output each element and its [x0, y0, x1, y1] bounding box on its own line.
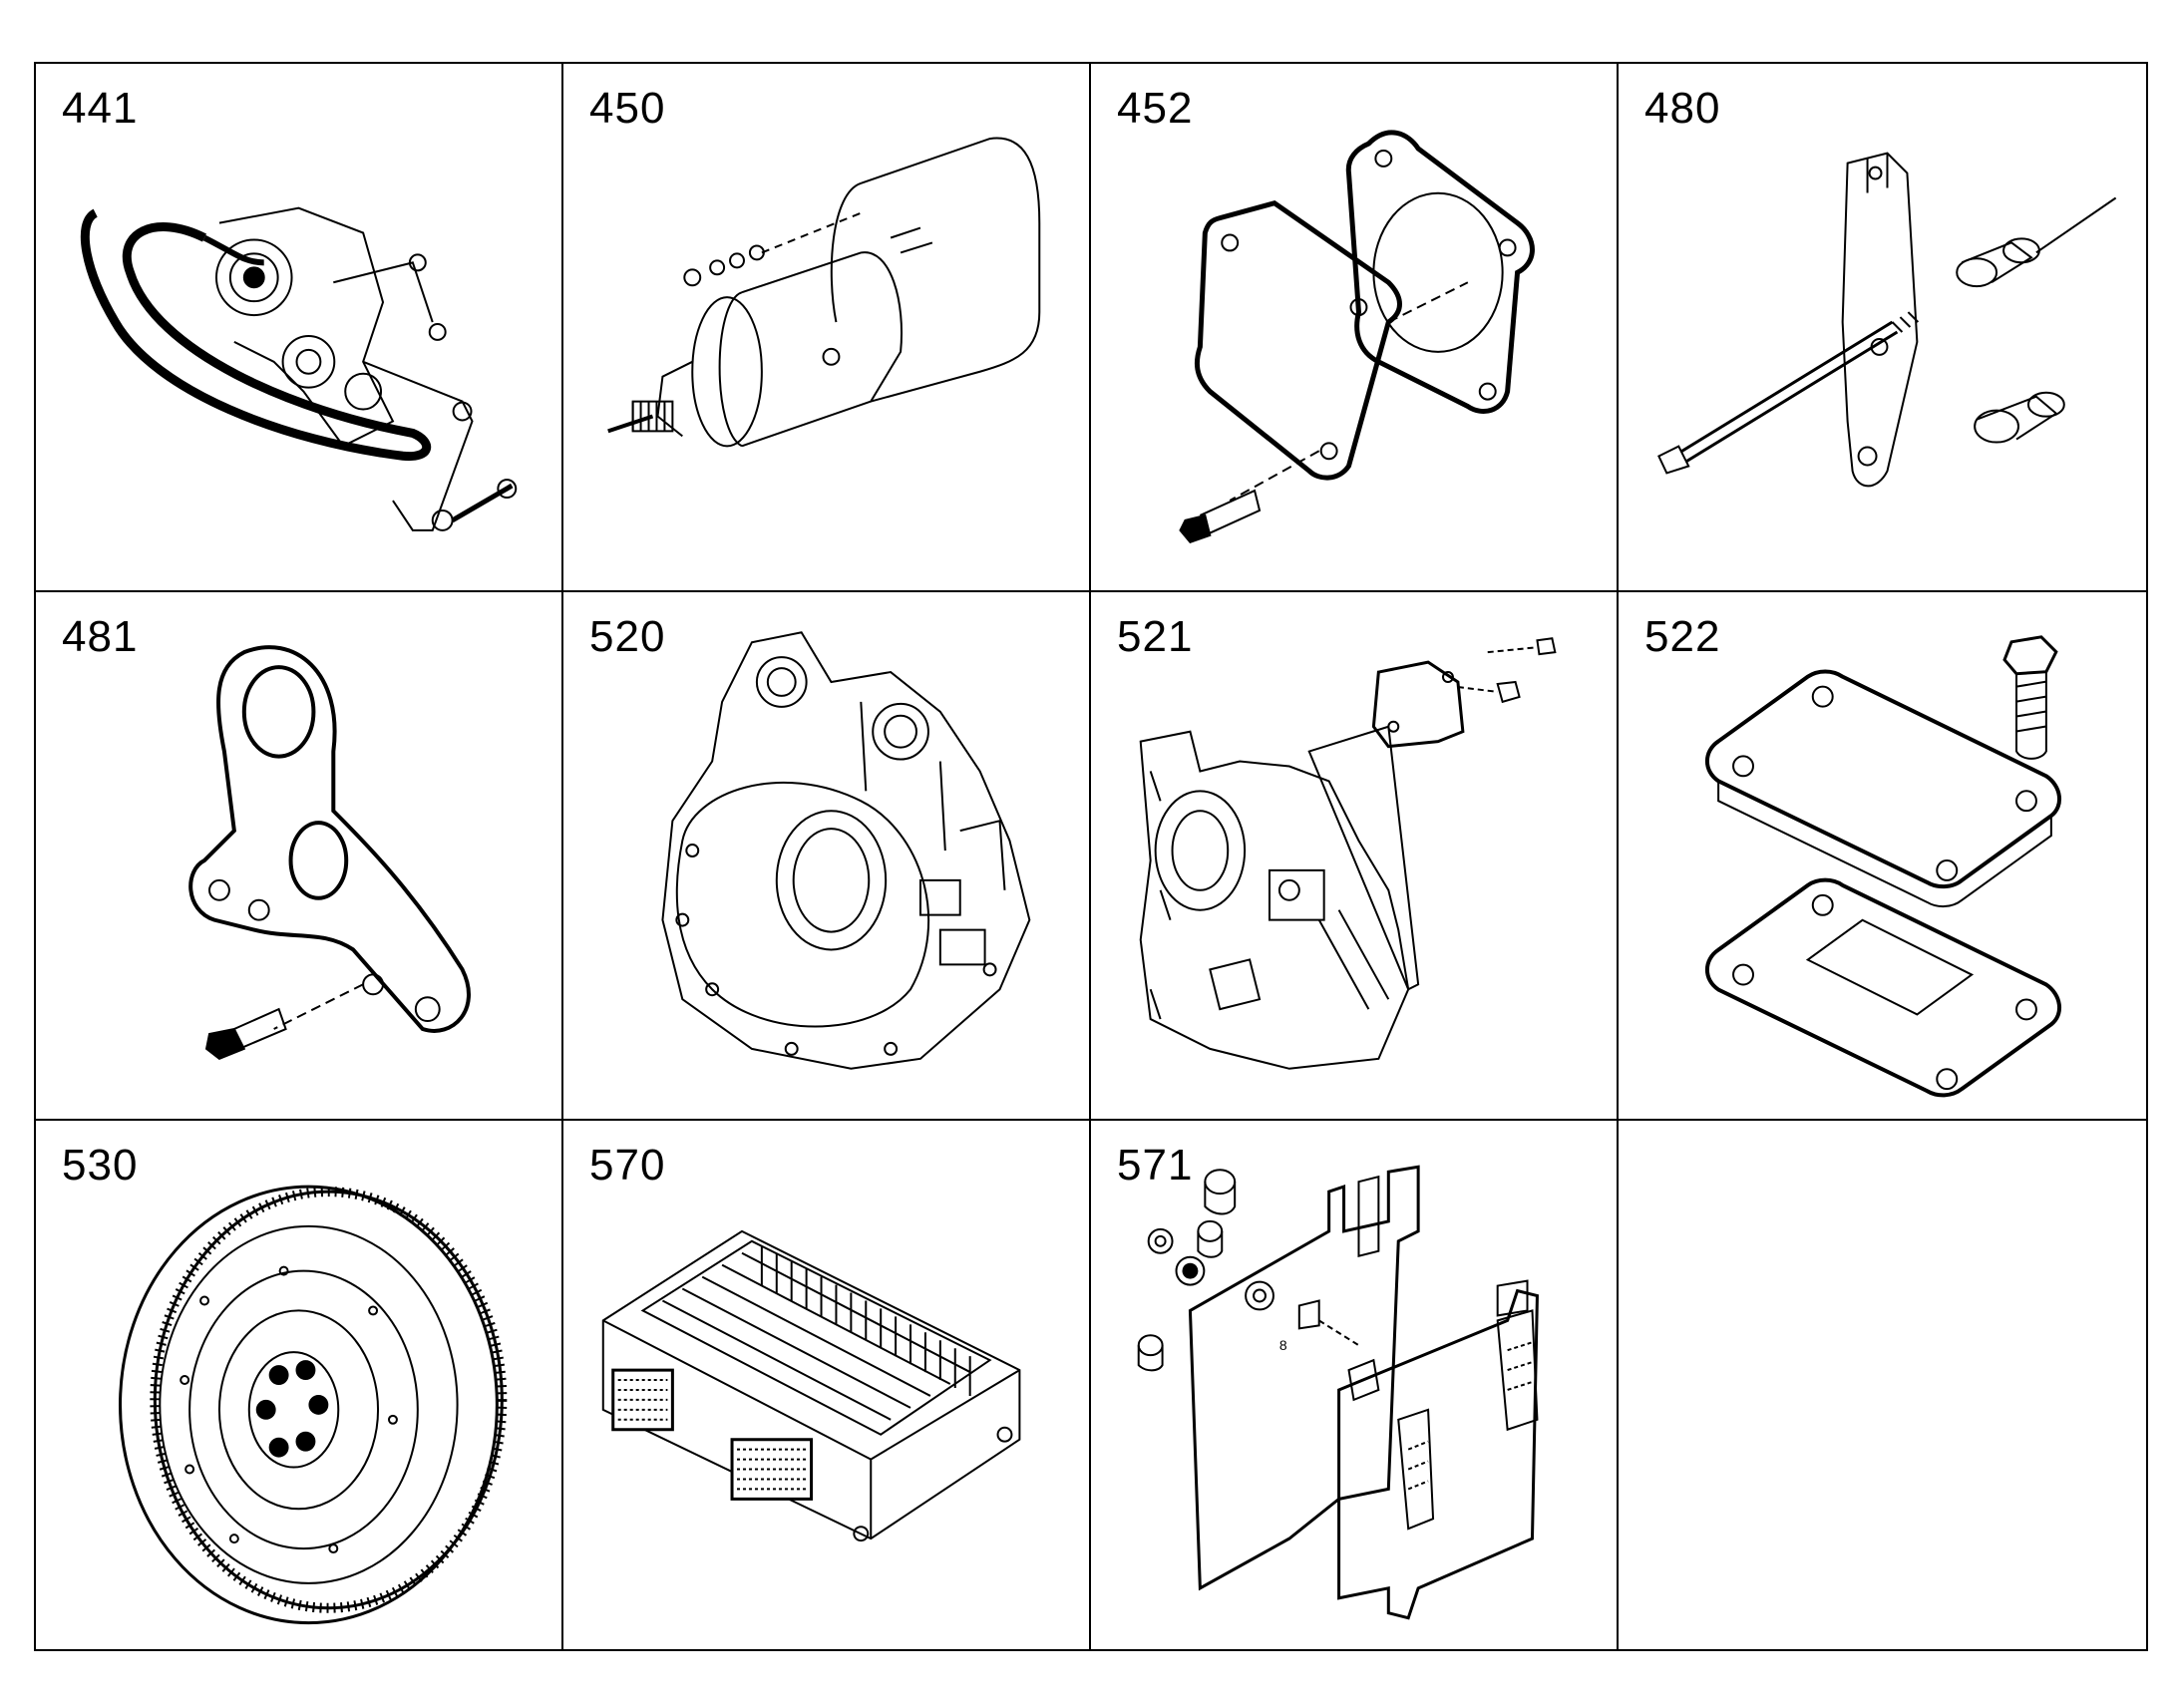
belt-tensioner-icon — [36, 64, 561, 590]
part-cell-522[interactable]: 522 — [1619, 592, 2146, 1121]
flywheel-housing-icon — [563, 592, 1089, 1119]
part-number: 452 — [1117, 84, 1194, 133]
part-number: 571 — [1117, 1141, 1194, 1190]
svg-text:8: 8 — [1279, 1337, 1287, 1353]
lifting-bracket-icon — [36, 592, 561, 1119]
part-cell-452[interactable]: 452 — [1091, 64, 1619, 592]
part-cell-571[interactable]: 571 8 — [1091, 1121, 1619, 1649]
part-cell-480[interactable]: 480 — [1619, 64, 2146, 592]
part-number: 530 — [62, 1141, 139, 1190]
starter-motor-icon — [563, 64, 1089, 590]
part-number: 522 — [1644, 612, 1721, 661]
parts-grid: 441 450 — [34, 62, 2148, 1651]
part-number: 441 — [62, 84, 139, 133]
part-cell-481[interactable]: 481 — [36, 592, 563, 1121]
plate-gasket-icon — [1619, 592, 2146, 1119]
part-number: 520 — [589, 612, 666, 661]
bracket-bolt-icon — [1619, 64, 2146, 590]
flywheel-icon — [36, 1121, 561, 1649]
part-number: 570 — [589, 1141, 666, 1190]
part-cell-520[interactable]: 520 — [563, 592, 1091, 1121]
part-cell-450[interactable]: 450 — [563, 64, 1091, 592]
part-number: 480 — [1644, 84, 1721, 133]
control-unit-icon — [563, 1121, 1089, 1649]
part-cell-521[interactable]: 521 — [1091, 592, 1619, 1121]
part-number: 521 — [1117, 612, 1194, 661]
part-cell-570[interactable]: 570 — [563, 1121, 1091, 1649]
cover-gasket-icon — [1091, 64, 1617, 590]
part-cell-530[interactable]: 530 — [36, 1121, 563, 1649]
ecu-bracket-icon: 8 — [1091, 1121, 1617, 1649]
housing-cover-icon — [1091, 592, 1617, 1119]
part-number: 481 — [62, 612, 139, 661]
part-number: 450 — [589, 84, 666, 133]
empty-cell — [1619, 1121, 2146, 1649]
part-cell-441[interactable]: 441 — [36, 64, 563, 592]
